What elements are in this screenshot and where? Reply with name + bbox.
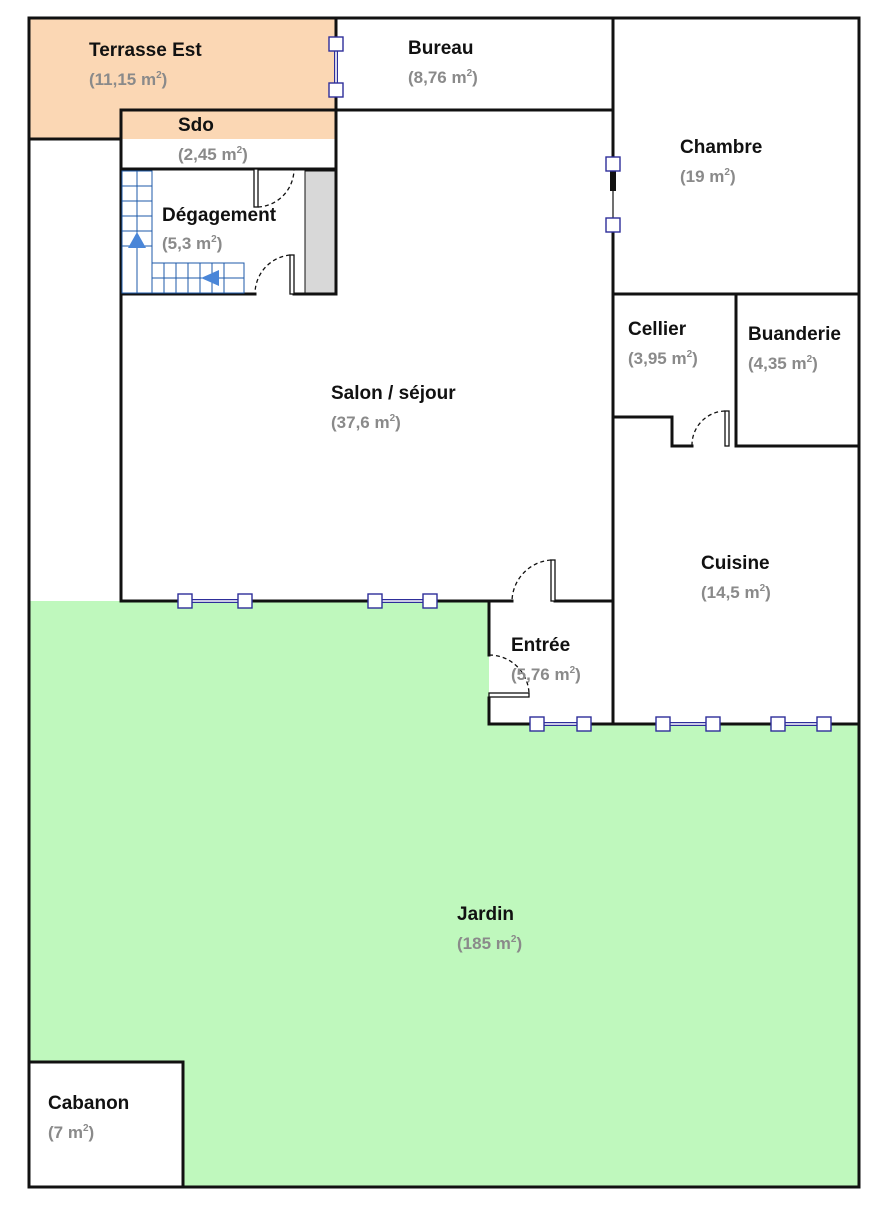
room-name: Cabanon: [48, 1093, 129, 1114]
room-label-jardin: Jardin (185 m2): [457, 904, 522, 953]
room-name: Cellier: [628, 319, 687, 340]
window-chambre-pane: [610, 171, 616, 191]
room-label-cuisine: Cuisine (14,5 m2): [701, 553, 771, 602]
room-label-cabanon: Cabanon (7 m2): [48, 1093, 129, 1142]
window-salon-1-handle-b: [237, 593, 253, 609]
room-area: (19 m2): [680, 167, 736, 186]
room-name: Cuisine: [701, 553, 770, 574]
window-salon-2-handle-a: [367, 593, 383, 609]
window-chambre-handle-b: [605, 217, 621, 233]
room-area: (7 m2): [48, 1123, 94, 1142]
room-area: (5,76 m2): [511, 665, 581, 684]
door-degagement: [289, 254, 295, 295]
window-entree-handle-b: [576, 716, 592, 732]
room-area: (185 m2): [457, 934, 522, 953]
room-name: Dégagement: [162, 205, 277, 226]
room-area: (3,95 m2): [628, 349, 698, 368]
room-area: (8,76 m2): [408, 68, 478, 87]
door-cellier: [724, 410, 730, 447]
jardin-zone: [29, 601, 859, 1187]
room-name: Jardin: [457, 904, 514, 925]
room-area: (4,35 m2): [748, 354, 818, 373]
window-salon-1-handle-a: [177, 593, 193, 609]
window-chambre-handle-a: [605, 156, 621, 172]
room-label-salon-sejour: Salon / séjour (37,6 m2): [331, 383, 456, 432]
room-area: (37,6 m2): [331, 413, 401, 432]
window-cuisine-2-handle-a: [770, 716, 786, 732]
door-degagement-swing: [254, 254, 291, 295]
staircase: [121, 170, 245, 294]
door-sdo: [253, 168, 259, 208]
room-label-cellier: Cellier (3,95 m2): [628, 319, 698, 368]
room-label-terrasse-est: Terrasse Est (11,15 m2): [89, 40, 202, 89]
closet-block: [304, 170, 336, 294]
door-sdo-swing: [257, 168, 295, 208]
room-name: Bureau: [408, 38, 473, 59]
room-name: Salon / séjour: [331, 383, 456, 404]
plot-boundary: [27, 16, 861, 1189]
window-terrace-bureau-handle-b: [328, 82, 344, 98]
room-name: Terrasse Est: [89, 40, 202, 61]
terrasse-est-zone: [29, 18, 336, 139]
room-area: (2,45 m2): [178, 145, 248, 164]
stair-left-arrow-icon: [201, 270, 219, 286]
room-label-buanderie: Buanderie (4,35 m2): [748, 324, 841, 373]
room-label-chambre: Chambre (19 m2): [680, 137, 762, 186]
window-cuisine-2-handle-b: [816, 716, 832, 732]
room-name: Chambre: [680, 137, 762, 158]
room-area: (14,5 m2): [701, 583, 771, 602]
door-salon-entree: [550, 559, 556, 602]
window-salon-2-handle-b: [422, 593, 438, 609]
door-salon-entree-swing: [511, 559, 552, 602]
window-terrace-bureau-handle-a: [328, 36, 344, 52]
window-entree-handle-a: [529, 716, 545, 732]
room-name: Buanderie: [748, 324, 841, 345]
room-label-sdo: Sdo (2,45 m2): [178, 115, 248, 164]
window-cuisine-1-handle-a: [655, 716, 671, 732]
windows: [177, 36, 832, 732]
window-cuisine-1-handle-b: [705, 716, 721, 732]
room-name: Entrée: [511, 635, 570, 656]
door-entree-front-swing: [488, 654, 530, 694]
door-cellier-swing: [691, 410, 726, 447]
room-name: Sdo: [178, 115, 214, 136]
stair-up-arrow-icon: [128, 232, 146, 248]
room-label-bureau: Bureau (8,76 m2): [408, 38, 478, 87]
doors: [253, 168, 730, 698]
room-area: (11,15 m2): [89, 70, 167, 89]
room-label-degagement: Dégagement (5,3 m2): [162, 205, 277, 253]
door-entree-front: [488, 692, 530, 698]
room-area: (5,3 m2): [162, 234, 222, 253]
room-label-entree: Entrée (5,76 m2): [511, 635, 581, 684]
